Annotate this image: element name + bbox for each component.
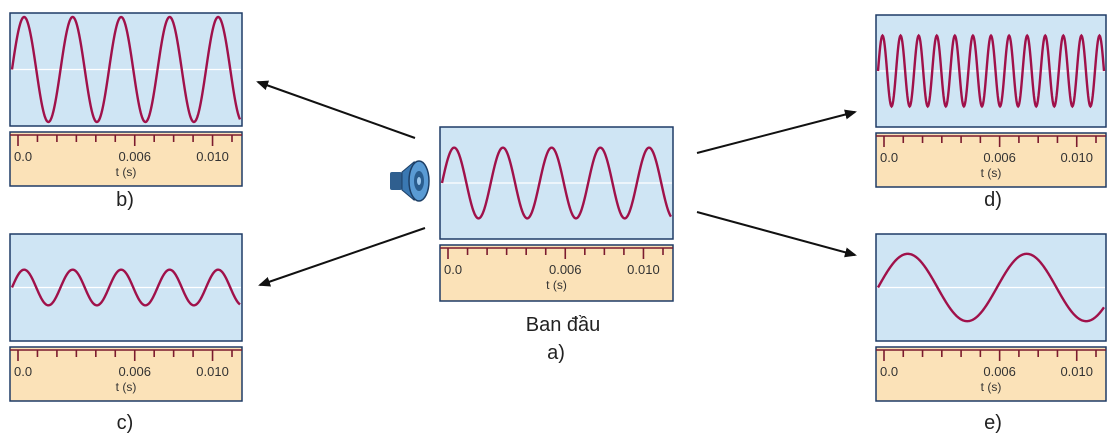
- panel-a: 0.0 0.006 0.010 t (s): [439, 126, 674, 302]
- waveform-a: [440, 146, 673, 220]
- time-axis-box-e: [875, 346, 1107, 402]
- caption-a: a): [547, 342, 565, 364]
- waveform-b: [10, 15, 242, 124]
- speaker-icon: [390, 160, 430, 202]
- tick-label-b-0: 0.0: [14, 149, 32, 164]
- time-axis-box-a: [439, 244, 674, 302]
- tick-label-b-2: 0.010: [196, 149, 229, 164]
- tick-label-e-1: 0.006: [983, 364, 1016, 379]
- waveform-c: [10, 268, 241, 307]
- tick-label-c-0: 0.0: [14, 364, 32, 379]
- axis-unit-label-a: t (s): [546, 278, 567, 292]
- waveform-d: [876, 33, 1106, 109]
- tick-label-d-2: 0.010: [1060, 150, 1093, 165]
- tick-label-d-0: 0.0: [880, 150, 898, 165]
- time-axis-box-d: [875, 132, 1107, 188]
- panel-c: 0.0 0.006 0.010 t (s): [9, 233, 243, 402]
- axis-unit-label-c: t (s): [116, 380, 137, 394]
- tick-label-e-0: 0.0: [880, 364, 898, 379]
- tick-label-a-2: 0.010: [627, 262, 660, 277]
- panel-e: 0.0 0.006 0.010 t (s): [875, 233, 1107, 402]
- caption-c: c): [116, 412, 134, 434]
- tick-label-d-1: 0.006: [983, 150, 1016, 165]
- tick-label-b-1: 0.006: [118, 149, 151, 164]
- time-axis-box-b: [9, 131, 243, 187]
- arrow-to-e: [696, 211, 857, 258]
- arrow-to-d: [696, 109, 857, 154]
- tick-label-a-1: 0.006: [549, 262, 582, 277]
- axis-unit-label-e: t (s): [981, 380, 1002, 394]
- caption-e: e): [984, 412, 1002, 434]
- tick-label-a-0: 0.0: [444, 262, 462, 277]
- tick-label-c-2: 0.010: [196, 364, 229, 379]
- panel-b: 0.0 0.006 0.010 t (s): [9, 12, 243, 187]
- axis-unit-label-d: t (s): [981, 166, 1002, 180]
- original-label: Ban đầu: [525, 314, 601, 336]
- caption-d: d): [984, 189, 1002, 211]
- waveform-e: [876, 252, 1105, 323]
- axis-unit-label-b: t (s): [116, 165, 137, 179]
- arrow-to-c: [258, 227, 426, 287]
- caption-b: b): [116, 189, 134, 211]
- panel-d: 0.0 0.006 0.010 t (s): [875, 14, 1107, 188]
- time-axis-box-c: [9, 346, 243, 402]
- arrow-to-b: [256, 80, 416, 139]
- tick-label-e-2: 0.010: [1060, 364, 1093, 379]
- tick-label-c-1: 0.006: [118, 364, 151, 379]
